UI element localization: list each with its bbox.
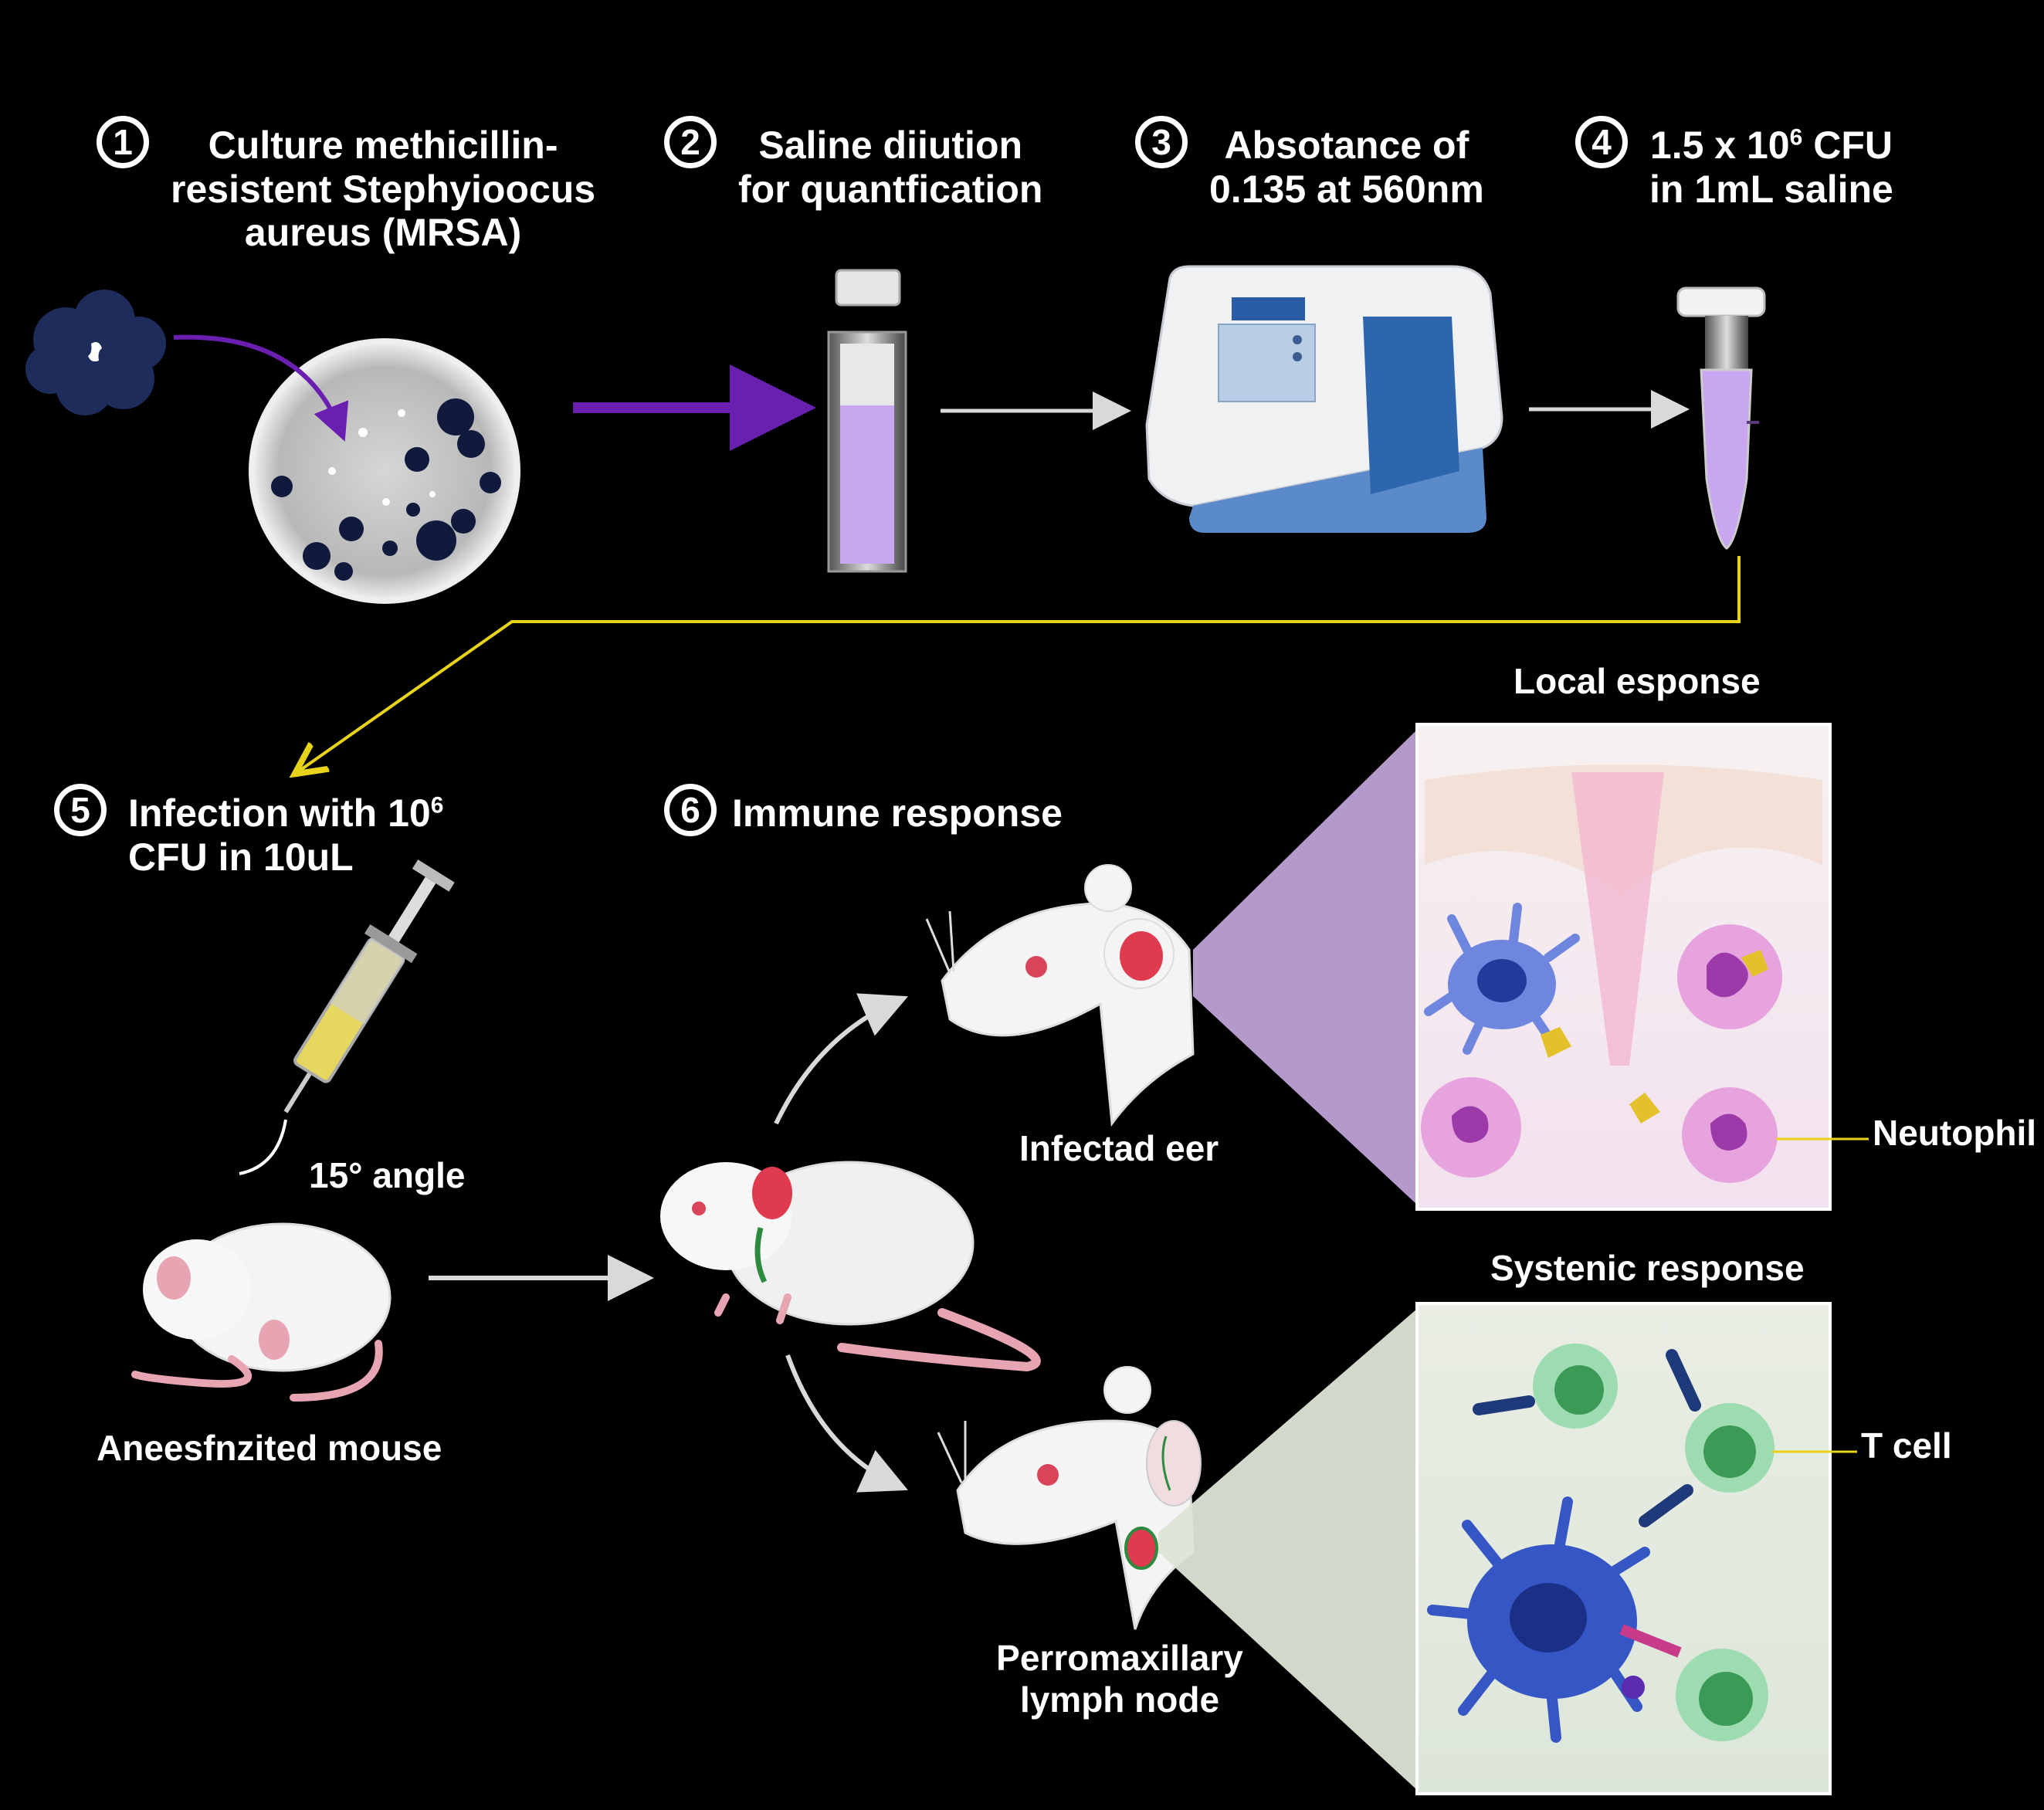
petri-dish-icon xyxy=(249,338,520,604)
neutrophil-icon xyxy=(1677,924,1782,1029)
step-number: 1 xyxy=(97,116,149,168)
step-number: 6 xyxy=(664,784,717,836)
neutrophil-icon xyxy=(1421,1077,1521,1178)
zoom-cone-systemic xyxy=(1158,1309,1417,1790)
neutrophil-label: Neutophil xyxy=(1873,1113,2037,1153)
arrow-to-lymph-node xyxy=(785,1354,908,1493)
mouse-icon xyxy=(937,1366,1202,1630)
t-cell-icon xyxy=(1533,1344,1618,1429)
step-5: 5 Infection with 106 CFU in 10uL xyxy=(54,784,443,879)
step-2-line-2: for quantfication xyxy=(738,167,1043,211)
lymph-node-label: Perromaxillary lymph node xyxy=(981,1637,1259,1720)
step-4: 4 1.5 x 106 CFU in 1mL saline xyxy=(1575,116,1893,211)
step-1-line-3: aureus (MRSA) xyxy=(244,211,522,254)
lymph-node-line-1: Perromaxillary xyxy=(996,1638,1243,1678)
step-4-unit: CFU xyxy=(1802,124,1893,167)
local-response-title: Local esponse xyxy=(1514,661,1761,701)
lymph-node-line-2: lymph node xyxy=(1019,1680,1220,1720)
connector-yellow xyxy=(297,556,1741,772)
systemic-response-title: Systenic response xyxy=(1490,1248,1805,1288)
step-4-line-1: 1.5 x 10 xyxy=(1649,124,1790,167)
local-response-panel xyxy=(1415,723,1869,1211)
step-5-line-2: CFU in 10uL xyxy=(128,835,354,879)
step-number: 5 xyxy=(54,784,107,836)
zoom-cone-local xyxy=(1193,730,1417,1205)
mouse-icon xyxy=(660,1161,1041,1372)
bacteria-cluster-icon xyxy=(25,290,166,415)
angle-arc xyxy=(239,1119,287,1175)
step-1-line-2: resistent Stephyioocus xyxy=(171,167,596,211)
step-6-line-1: Immune response xyxy=(732,791,1063,835)
neutrophil-icon xyxy=(1682,1087,1778,1183)
step-2: 2 Saline diiution for quantfication xyxy=(664,116,1042,211)
step-5-line-1: Infection with 10 xyxy=(128,791,431,835)
systemic-response-panel xyxy=(1415,1302,1857,1795)
step-number: 2 xyxy=(664,116,717,168)
step-number: 3 xyxy=(1135,116,1188,168)
dendritic-cell-icon xyxy=(1424,903,1580,1055)
step-2-line-1: Saline diiution xyxy=(758,124,1023,167)
cuvette-icon xyxy=(827,269,907,573)
infected-ear-label: Infectad eer xyxy=(1019,1128,1219,1168)
step-3-line-1: Absotance of xyxy=(1224,124,1469,167)
step-6: 6 Immune response xyxy=(664,784,1063,836)
t-cell-icon xyxy=(1676,1649,1768,1741)
dendritic-cell-icon xyxy=(1427,1496,1650,1743)
arrow-to-infected-ear xyxy=(774,993,909,1125)
step-3-line-2: 0.135 at 560nm xyxy=(1209,167,1484,211)
syringe-icon xyxy=(283,859,455,1113)
t-cell-label: T cell xyxy=(1861,1425,1952,1466)
inoculation-arrow xyxy=(173,334,349,442)
step-5-exponent: 6 xyxy=(430,792,444,819)
step-1: 1 Culture methicillin- resistent Stephyi… xyxy=(97,116,595,255)
spectrophotometer-icon xyxy=(1145,265,1503,533)
step-3: 3 Absotance of 0.135 at 560nm xyxy=(1135,116,1484,211)
step-4-exponent: 6 xyxy=(1789,124,1803,151)
step-number: 4 xyxy=(1575,116,1628,168)
microtube-icon xyxy=(1676,286,1766,550)
mouse-icon xyxy=(925,864,1195,1127)
t-cell-icon xyxy=(1685,1403,1775,1493)
mouse-icon xyxy=(131,1222,392,1402)
step-1-line-1: Culture methicillin- xyxy=(208,124,558,167)
step-4-line-2: in 1mL saline xyxy=(1649,167,1893,211)
angle-label: 15° angle xyxy=(309,1155,466,1195)
anesthetized-mouse-label: Aneesfnzited mouse xyxy=(97,1428,442,1468)
